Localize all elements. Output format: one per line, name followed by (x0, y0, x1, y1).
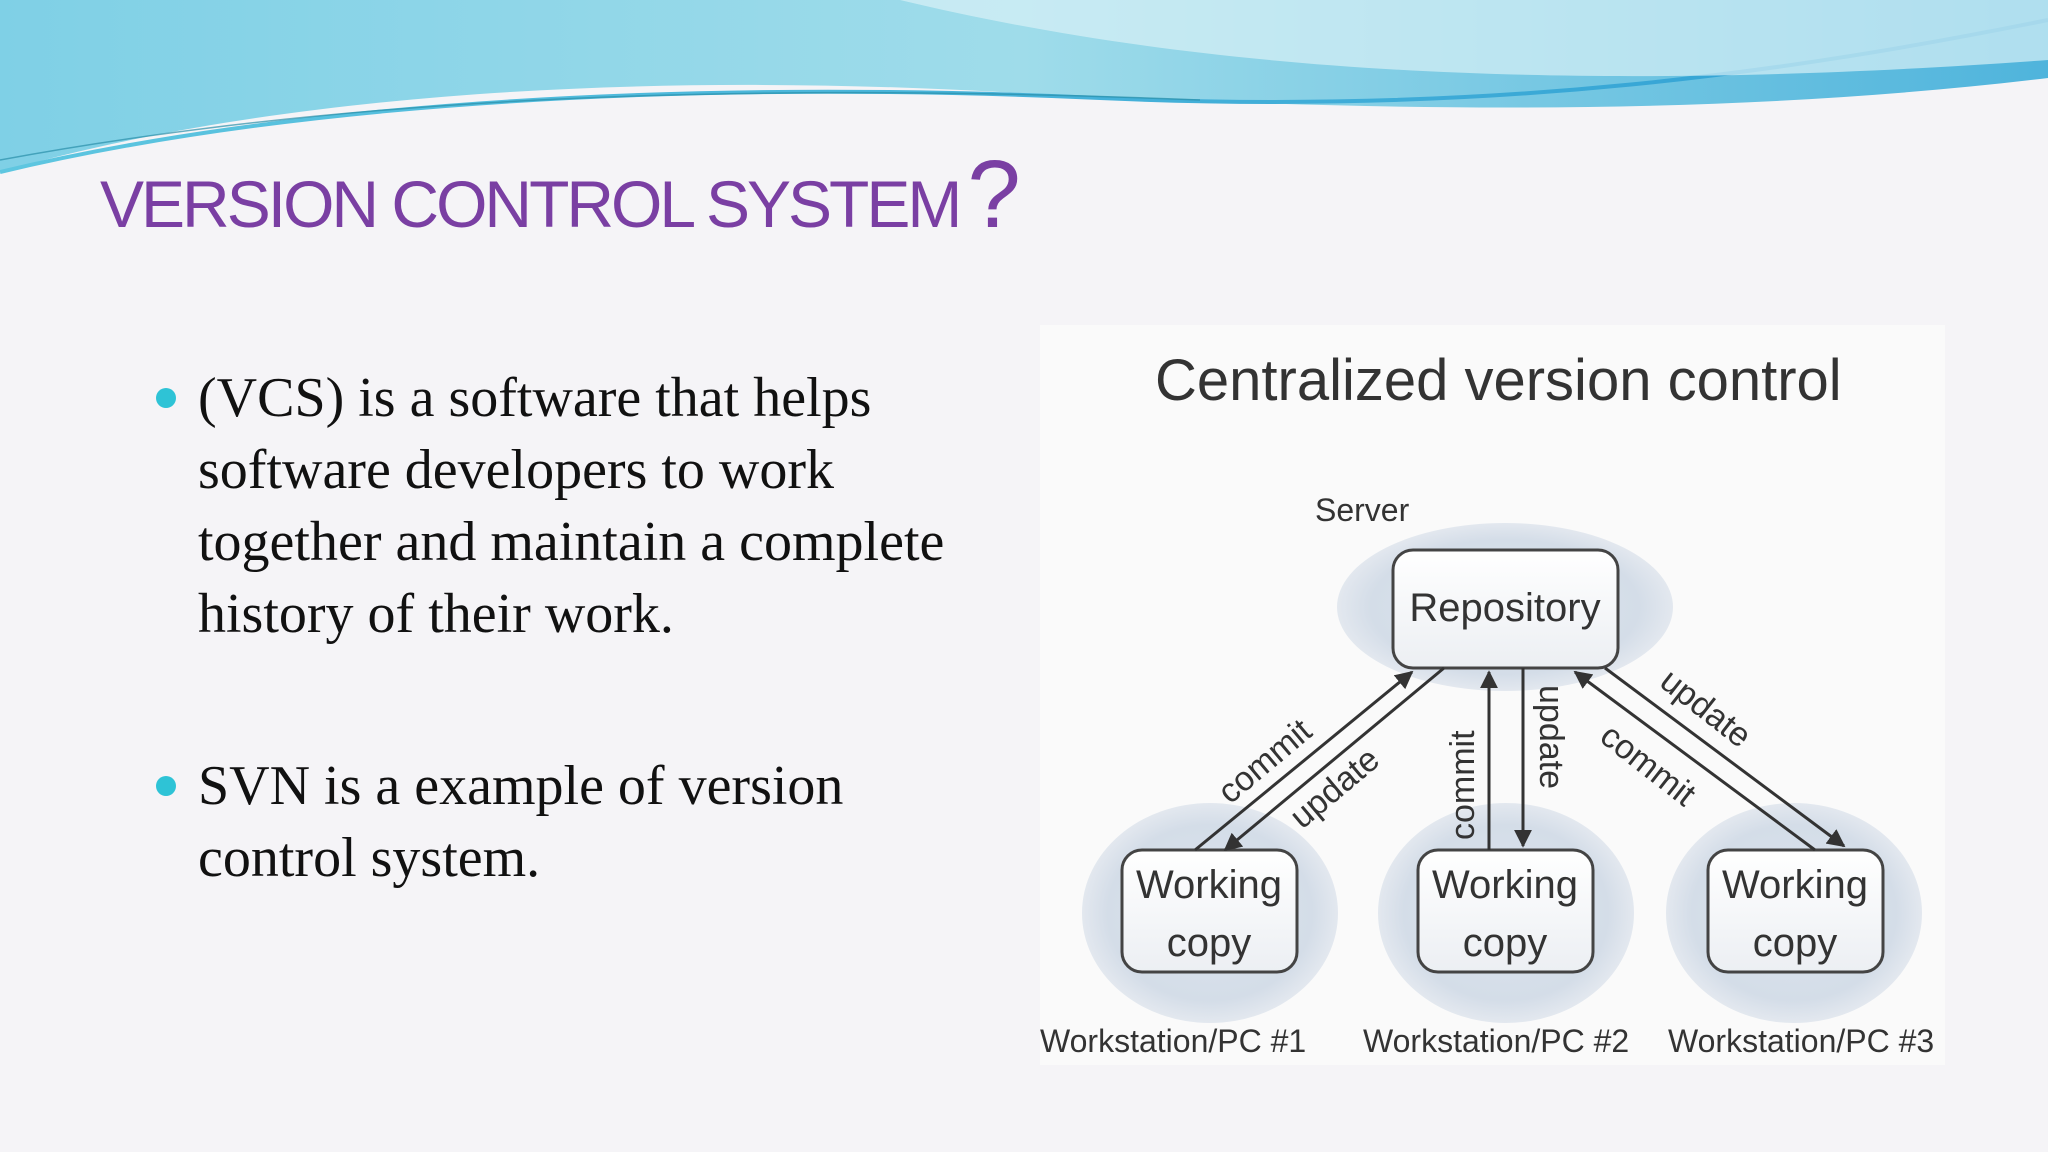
diagram-canvas: Centralized version control Server Repos… (1040, 348, 1934, 1059)
workstation-1-label: Workstation/PC #1 (1040, 1023, 1306, 1059)
bullet-dot-icon (156, 776, 176, 796)
label-commit-3: commit (1593, 716, 1703, 814)
arrow-commit-3 (1573, 670, 1816, 852)
bullet-text: (VCS) is a software that helps software … (198, 367, 945, 645)
diagram-title: Centralized version control (1155, 348, 1842, 413)
working-copy-label: Working (1432, 863, 1578, 907)
arrow-update-3 (1604, 666, 1846, 848)
centralized-vcs-diagram: Centralized version control Server Repos… (1040, 325, 1945, 1065)
working-copy-label: copy (1753, 921, 1838, 965)
bullet-item-svn: SVN is a example of version control syst… (150, 750, 980, 894)
working-copy-1: Working copy (1120, 848, 1299, 974)
workstation-3-label: Workstation/PC #3 (1668, 1023, 1934, 1059)
repository-box (1391, 548, 1620, 670)
bullet-dot-icon (156, 388, 176, 408)
working-copy-label: Working (1136, 863, 1282, 907)
header-wave-decoration (0, 0, 2048, 174)
label-update-2: update (1532, 685, 1570, 789)
working-copy-label: Working (1722, 863, 1868, 907)
working-copy-label: copy (1463, 921, 1548, 965)
arrow-commit-1 (1194, 670, 1414, 852)
working-copy-2: Working copy (1416, 848, 1595, 974)
bullet-list: (VCS) is a software that helps software … (150, 362, 980, 894)
server-label: Server (1315, 492, 1410, 528)
working-copy-label: copy (1167, 921, 1252, 965)
slide-title: VERSION CONTROL SYSTEM? (100, 141, 1021, 248)
bullet-text: SVN is a example of version control syst… (198, 755, 844, 889)
workstation-2-label: Workstation/PC #2 (1363, 1023, 1629, 1059)
bullet-item-vcs: (VCS) is a software that helps software … (150, 362, 980, 650)
repository-label: Repository (1409, 586, 1600, 630)
title-question-mark: ? (967, 141, 1021, 248)
arrow-update-1 (1223, 666, 1445, 852)
working-copy-3: Working copy (1706, 848, 1885, 974)
label-commit-2: commit (1444, 730, 1482, 840)
